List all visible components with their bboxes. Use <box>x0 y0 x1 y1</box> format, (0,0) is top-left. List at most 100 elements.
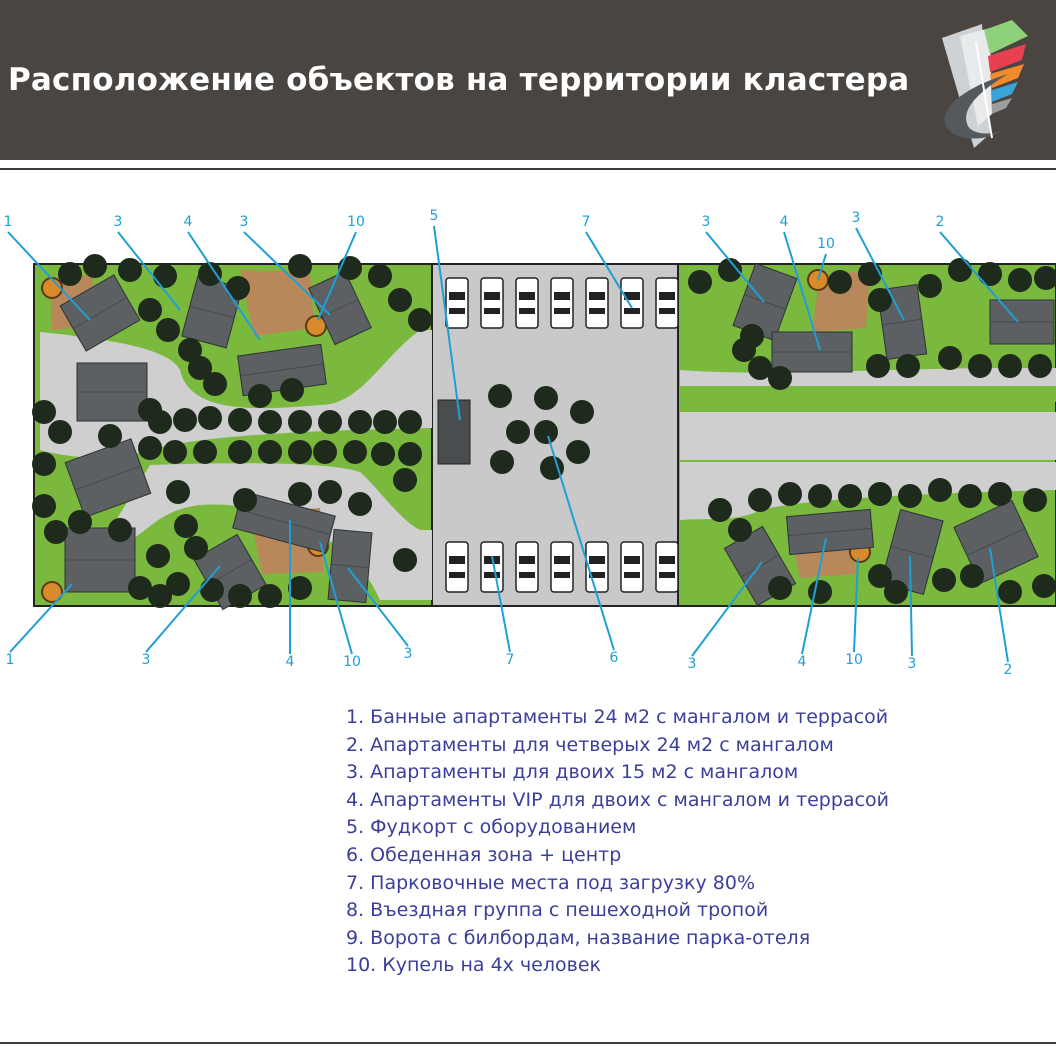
cabin-roof <box>64 527 136 593</box>
tree-icon <box>748 356 772 380</box>
callout-number: 4 <box>184 214 193 230</box>
tree-icon <box>184 536 208 560</box>
tree-icon <box>373 410 397 434</box>
tree-icon <box>174 514 198 538</box>
tree-icon <box>1008 268 1032 292</box>
parking-car-icon <box>445 541 469 593</box>
parking-car-icon <box>655 541 679 593</box>
object-callout: 3 <box>347 567 412 662</box>
tree-icon <box>828 270 852 294</box>
tree-icon <box>156 318 180 342</box>
tree-icon <box>398 442 422 466</box>
tree-icon <box>288 410 312 434</box>
tree-icon <box>534 420 558 444</box>
tree-icon <box>318 480 342 504</box>
legend-item: 8. Въездная группа с пешеходной тропой <box>346 899 769 922</box>
tree-icon <box>540 456 564 480</box>
tree-icon <box>778 482 802 506</box>
tree-icon <box>978 262 1002 286</box>
tree-icon <box>393 468 417 492</box>
object-callout: 10 <box>845 557 863 668</box>
tree-icon <box>343 440 367 464</box>
tree-icon <box>932 568 956 592</box>
tree-icon <box>570 400 594 424</box>
tree-icon <box>566 440 590 464</box>
callout-number: 3 <box>114 214 123 230</box>
object-callout: 1 <box>4 214 91 321</box>
object-callout: 3 <box>240 214 331 316</box>
legend-item: 2. Апартаменты для четверых 24 м2 с манг… <box>346 733 834 756</box>
tree-icon <box>153 264 177 288</box>
object-callout: 4 <box>780 214 821 351</box>
tree-icon <box>388 288 412 312</box>
tree-icon <box>233 488 257 512</box>
tree-icon <box>408 308 432 332</box>
tree-icon <box>866 354 890 378</box>
tree-icon <box>146 544 170 568</box>
tree-icon <box>200 578 224 602</box>
callout-number: 10 <box>347 214 365 230</box>
tree-icon <box>708 498 732 522</box>
tree-icon <box>1034 266 1056 290</box>
tree-icon <box>398 410 422 434</box>
tree-icon <box>1028 354 1052 378</box>
callout-number: 3 <box>142 652 151 668</box>
tree-icon <box>768 576 792 600</box>
object-callout: 5 <box>430 208 461 421</box>
parking-car-icon <box>445 277 469 329</box>
tree-icon <box>338 256 362 280</box>
tree-icon <box>118 258 142 282</box>
tree-icon <box>198 406 222 430</box>
callout-number: 7 <box>506 652 515 668</box>
parking-car-icon <box>620 277 644 329</box>
callout-number: 4 <box>286 654 295 670</box>
tree-icon <box>32 452 56 476</box>
tree-icon <box>868 288 892 312</box>
parking-car-icon <box>515 541 539 593</box>
tree-icon <box>166 480 190 504</box>
tree-icon <box>163 440 187 464</box>
parking-car-icon <box>620 541 644 593</box>
callout-number: 4 <box>798 654 807 670</box>
tree-icon <box>368 264 392 288</box>
tree-icon <box>488 384 512 408</box>
tree-icon <box>32 494 56 518</box>
cabin-roof <box>64 438 152 518</box>
tree-icon <box>393 548 417 572</box>
parking-car-icon <box>515 277 539 329</box>
cabin-roof <box>989 299 1055 345</box>
tree-icon <box>928 478 952 502</box>
cabin-roof <box>953 499 1039 585</box>
callout-number: 10 <box>343 654 361 670</box>
object-callout: 4 <box>286 520 295 670</box>
tree-icon <box>938 346 962 370</box>
tree-icon <box>178 338 202 362</box>
bottom-divider <box>0 1042 1056 1044</box>
tree-icon <box>58 262 82 286</box>
callout-number: 3 <box>702 214 711 230</box>
object-callout: 4 <box>184 214 261 341</box>
object-callout: 6 <box>547 435 619 666</box>
tree-icon <box>226 276 250 300</box>
tree-icon <box>858 262 882 286</box>
legend-item: 9. Ворота с билбордам, название парка-от… <box>346 926 811 949</box>
tree-icon <box>203 372 227 396</box>
tree-icon <box>148 410 172 434</box>
tree-icon <box>958 484 982 508</box>
cabin-roof <box>771 331 853 373</box>
tree-icon <box>988 482 1012 506</box>
tree-icon <box>768 366 792 390</box>
callout-number: 3 <box>688 656 697 672</box>
callout-number: 10 <box>817 236 835 252</box>
tree-icon <box>868 482 892 506</box>
parking-car-icon <box>550 277 574 329</box>
object-callout: 7 <box>491 555 515 668</box>
tree-icon <box>808 484 832 508</box>
company-logo-icon <box>942 20 1028 148</box>
cabin-roof <box>59 274 141 352</box>
legend-item: 6. Обеденная зона + центр <box>346 843 622 866</box>
tree-icon <box>68 510 92 534</box>
tree-icon <box>288 482 312 506</box>
tree-icon <box>534 386 558 410</box>
